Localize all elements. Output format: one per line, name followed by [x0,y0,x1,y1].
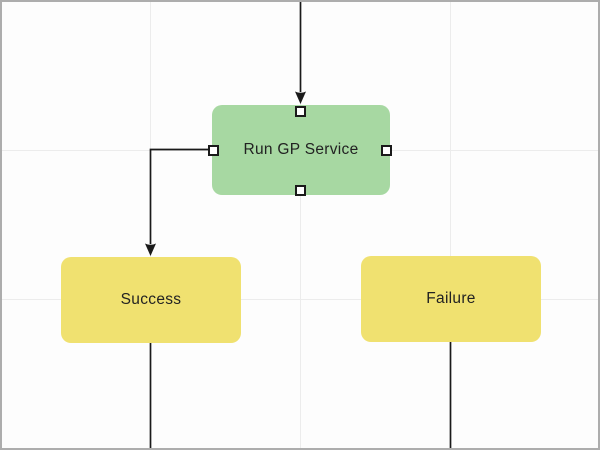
selection-handle-bottom[interactable] [295,185,306,196]
node-run-gp-service[interactable]: Run GP Service [208,105,392,196]
selection-handle-left[interactable] [208,145,219,156]
connector-run-gp-service-to-success[interactable] [145,148,209,257]
node-success[interactable]: Success [61,257,241,343]
selection-handle-top[interactable] [295,106,306,117]
arrowhead-icon [295,91,306,104]
node-label: Run GP Service [243,141,359,158]
node-label: Failure [426,290,476,307]
connector-incoming-to-run-gp-service[interactable] [295,0,306,104]
node-failure[interactable]: Failure [361,256,541,342]
selection-handle-right[interactable] [381,145,392,156]
arrowhead-icon [145,243,156,256]
node-label: Success [120,291,182,308]
